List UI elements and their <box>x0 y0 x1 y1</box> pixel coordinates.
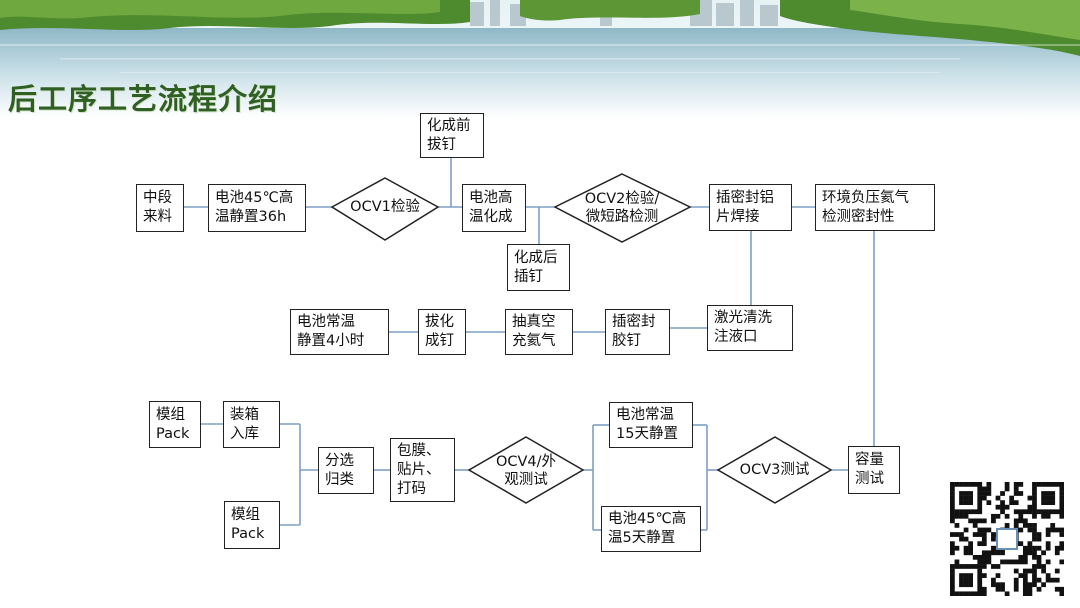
node-formation-text: 电池高 温化成 <box>469 190 513 225</box>
node-prepin: 化成前 拔钉 <box>420 113 484 158</box>
node-insertweld-text: 插密封铝 片焊接 <box>716 189 774 225</box>
node-rest15: 电池常温 15天静置 <box>609 402 693 448</box>
node-storage: 装箱 入库 <box>223 401 280 448</box>
ocv3-label: OCV3测试 <box>739 462 810 478</box>
ocv2-label: OCV2检验/ 微短路检测 <box>584 191 660 225</box>
node-postpin: 化成后 插钉 <box>507 244 570 291</box>
ocv1-label: OCV1检验 <box>350 199 420 215</box>
node-vacuum-text: 抽真空 充氦气 <box>512 314 556 349</box>
landscape-image <box>0 0 1080 118</box>
node-rest15-text: 电池常温 15天静置 <box>616 407 678 442</box>
node-insertglue-text: 插密封 胶钉 <box>612 314 656 349</box>
node-pack1-text: 模组 Pack <box>156 406 190 442</box>
node-rest4h: 电池常温 静置4小时 <box>290 309 389 355</box>
node-formation: 电池高 温化成 <box>462 184 526 232</box>
node-hightemp5: 电池45℃高 温5天静置 <box>601 506 701 552</box>
node-pack2: 模组 Pack <box>224 501 280 549</box>
node-pullpin-text: 拔化 成钉 <box>425 314 454 349</box>
ocv4-label: OCV4/外 观测试 <box>495 454 557 488</box>
node-hightemp36-text: 电池45℃高 温静置36h <box>215 190 294 225</box>
node-rest4h-text: 电池常温 静置4小时 <box>297 314 365 349</box>
banner-landscape <box>0 0 1080 118</box>
node-wrap: 包膜、 贴片、 打码 <box>390 438 455 502</box>
node-laserclean: 激光清洗 注液口 <box>707 305 793 351</box>
page-title: 后工序工艺流程介绍 <box>8 82 279 116</box>
diamond-ocv4 <box>467 436 585 504</box>
node-prepin-text: 化成前 拔钉 <box>427 117 471 153</box>
node-leaktest: 环境负压氦气 检测密封性 <box>815 184 935 231</box>
node-midfeed-text: 中段 来料 <box>143 190 172 225</box>
node-hightemp5-text: 电池45℃高 温5天静置 <box>608 511 687 546</box>
node-sort: 分选 归类 <box>318 447 374 494</box>
qr-code-icon <box>950 482 1065 597</box>
node-insertweld: 插密封铝 片焊接 <box>709 184 792 231</box>
qr-code-image <box>950 482 1065 597</box>
node-insertglue: 插密封 胶钉 <box>605 309 670 355</box>
node-postpin-text: 化成后 插钉 <box>514 249 558 285</box>
diamond-ocv1 <box>330 177 440 241</box>
node-pack1: 模组 Pack <box>149 401 201 448</box>
node-laserclean-text: 激光清洗 注液口 <box>714 310 772 345</box>
node-leaktest-text: 环境负压氦气 检测密封性 <box>822 189 909 225</box>
node-hightemp36: 电池45℃高 温静置36h <box>208 184 306 232</box>
diamond-ocv2 <box>553 173 692 243</box>
node-sort-text: 分选 归类 <box>325 452 354 488</box>
node-vacuum: 抽真空 充氦气 <box>505 309 573 355</box>
node-pullpin: 拔化 成钉 <box>418 309 466 355</box>
diamond-ocv3 <box>716 436 833 504</box>
node-capacity-text: 容量 测试 <box>855 452 884 487</box>
node-storage-text: 装箱 入库 <box>230 406 259 442</box>
node-wrap-text: 包膜、 贴片、 打码 <box>397 442 441 497</box>
node-midfeed: 中段 来料 <box>136 184 184 232</box>
node-capacity: 容量 测试 <box>848 446 900 494</box>
node-pack2-text: 模组 Pack <box>231 507 265 542</box>
